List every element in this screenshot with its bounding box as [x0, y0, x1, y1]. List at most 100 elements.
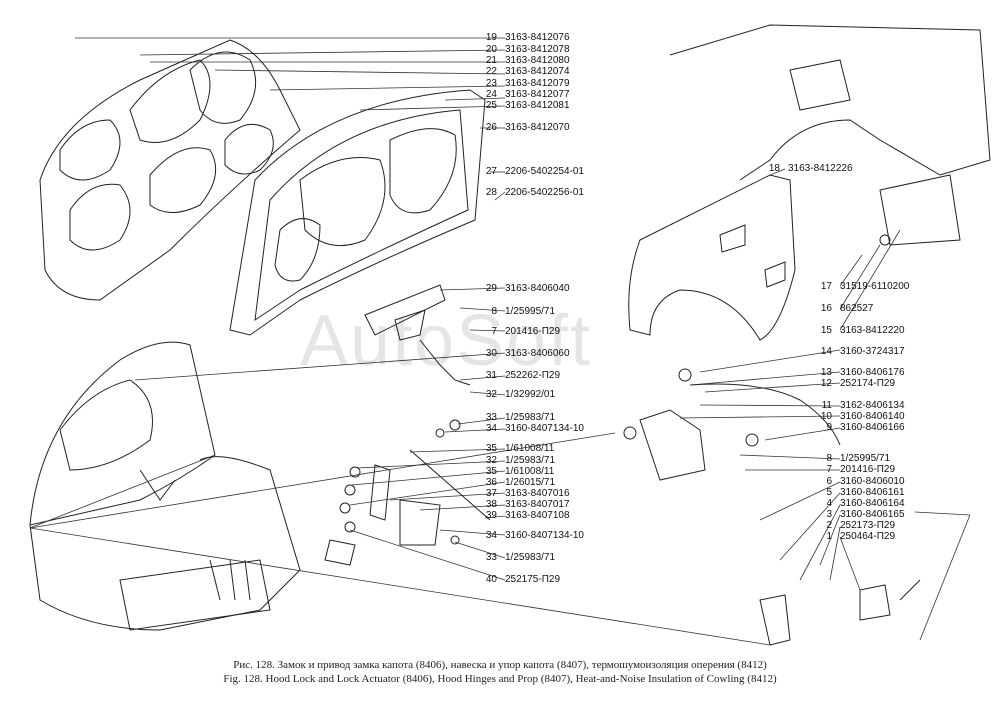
part-code: 3163-8412226 [788, 163, 853, 174]
callout-number: 2 [826, 520, 832, 531]
part-code: 2206-5402254-01 [505, 166, 584, 177]
part-code: 3160-8406166 [840, 422, 905, 433]
callout-number: 7 [826, 464, 832, 475]
insulation-panel [39, 39, 301, 301]
part-code: 1/32992/01 [505, 389, 556, 400]
callout-number: 17 [820, 281, 832, 292]
part-code: 1/26015/71 [505, 477, 556, 488]
part-code: 201416-П29 [840, 464, 896, 475]
part-code: 3163-8412070 [505, 122, 570, 133]
hood-panel [229, 89, 486, 336]
part-code: 3160-8406161 [840, 487, 905, 498]
part-code: 3162-8406134 [840, 400, 905, 411]
callout-number: 33 [485, 552, 497, 563]
callout-number: 5 [826, 487, 832, 498]
part-code: 3160-8406165 [840, 509, 905, 520]
callout-number: 36 [485, 477, 497, 488]
part-code: 1/25995/71 [505, 306, 556, 317]
part-code: 3163-8412081 [505, 100, 570, 111]
part-code: 3163-8407017 [505, 499, 570, 510]
callout-number: 32 [485, 389, 497, 400]
callout-number: 33 [485, 412, 497, 423]
part-code: 3163-8406040 [505, 283, 570, 294]
callout-number: 27 [485, 166, 497, 177]
part-code: 3160-8406010 [840, 476, 905, 487]
callout-number: 35 [485, 466, 497, 477]
callout-number: 31 [485, 370, 497, 381]
callout-number: 40 [485, 574, 497, 585]
callout-number: 12 [820, 378, 832, 389]
callout-number: 1 [826, 531, 832, 542]
callout-number: 11 [821, 400, 832, 411]
callout-number: 39 [485, 510, 497, 521]
callout-number: 29 [485, 283, 497, 294]
lock-cable [623, 234, 921, 646]
callout-number: 21 [485, 55, 497, 66]
body-inner-fender [669, 24, 991, 246]
callout-number: 37 [485, 488, 497, 499]
callout-number: 8 [491, 306, 497, 317]
part-code: 201416-П29 [505, 326, 561, 337]
callout-number: 10 [820, 411, 832, 422]
callout-number: 16 [820, 303, 832, 314]
part-code: 3160-8406164 [840, 498, 905, 509]
caption-english: Fig. 128. Hood Lock and Lock Actuator (8… [223, 673, 777, 685]
callout-number: 34 [485, 530, 497, 541]
callout-number: 3 [826, 509, 832, 520]
part-code: 3160-8406176 [840, 367, 905, 378]
part-code: 3163-8412080 [505, 55, 570, 66]
callout-number: 28 [485, 187, 497, 198]
part-code: 3163-8412074 [505, 66, 570, 77]
callout-number: 34 [485, 423, 497, 434]
callout-number: 6 [826, 476, 832, 487]
part-code: 3163-8412076 [505, 32, 570, 43]
callout-number: 26 [485, 122, 497, 133]
callout-number: 15 [820, 325, 832, 336]
wheel-arch-shield [628, 174, 796, 341]
callout-number: 14 [820, 346, 832, 357]
part-code: 31519-6110200 [840, 281, 910, 292]
part-code: 3163-8407016 [505, 488, 570, 499]
car-front-body [29, 341, 301, 631]
part-code: 252262-П29 [505, 370, 561, 381]
callout-number: 30 [485, 348, 497, 359]
part-code: 1/25983/71 [505, 455, 556, 466]
part-code: 3163-8412077 [505, 89, 570, 100]
leader-lines [29, 37, 971, 646]
callout-number: 24 [485, 89, 497, 100]
part-code: 252173-П29 [840, 520, 896, 531]
part-code: 252174-П29 [840, 378, 896, 389]
part-code: 1/61008/11 [505, 443, 555, 454]
caption-russian: Рис. 128. Замок и привод замка капота (8… [233, 659, 767, 671]
part-code: 3160-8407134-10 [505, 423, 584, 434]
part-code: 3163-8406060 [505, 348, 570, 359]
part-code: 3163-8412079 [505, 78, 570, 89]
callout-number: 32 [485, 455, 497, 466]
callout-number: 18 [768, 163, 780, 174]
part-code: 3160-8406140 [840, 411, 905, 422]
part-code: 3163-8407108 [505, 510, 570, 521]
callout-number: 25 [485, 100, 497, 111]
part-code: 1/25995/71 [840, 453, 891, 464]
part-code: 250464-П29 [840, 531, 896, 542]
callout-number: 9 [826, 422, 832, 433]
part-code: 1/25983/71 [505, 412, 556, 423]
hood-hinge [324, 419, 491, 566]
part-code: 862527 [840, 303, 874, 314]
part-code: 2206-5402256-01 [505, 187, 584, 198]
part-code: 3163-8412220 [840, 325, 905, 336]
callout-number: 7 [491, 326, 497, 337]
callout-number: 4 [826, 498, 832, 509]
callout-number: 8 [826, 453, 832, 464]
callout-number: 23 [485, 78, 497, 89]
callout-number: 22 [485, 66, 497, 77]
part-code: 3163-8412078 [505, 44, 570, 55]
lock-bracket [364, 284, 471, 386]
callout-number: 38 [485, 499, 497, 510]
part-code: 252175-П29 [505, 574, 561, 585]
part-code: 3160-3724317 [840, 346, 905, 357]
part-code: 1/61008/11 [505, 466, 555, 477]
part-code: 3160-8407134-10 [505, 530, 584, 541]
